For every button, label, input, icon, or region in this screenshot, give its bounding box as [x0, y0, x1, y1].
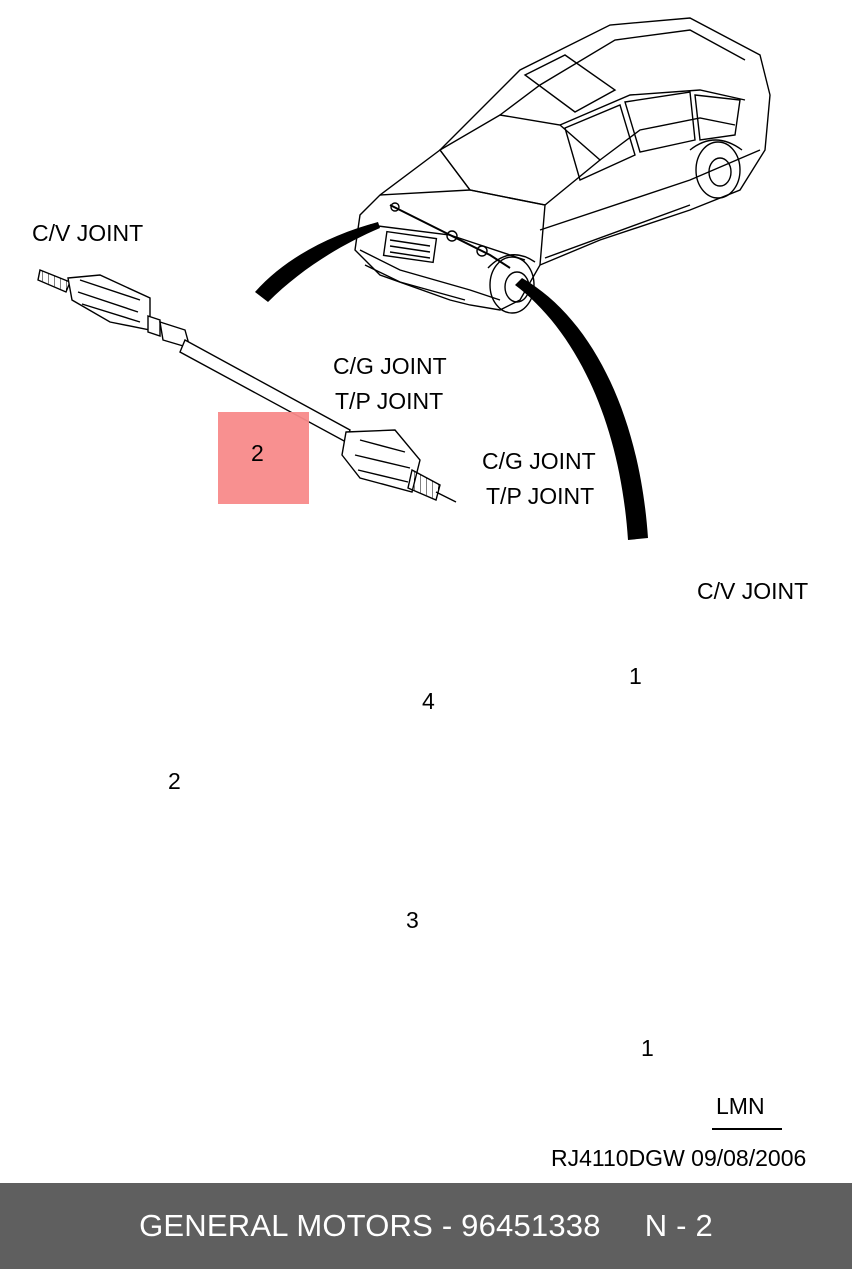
callout-1-right[interactable]: 1	[629, 663, 642, 689]
callout-3-intermediate[interactable]: 3	[406, 907, 419, 933]
drawing-code-underline	[712, 1128, 782, 1130]
car-illustration	[354, 17, 771, 314]
highlight-box	[218, 412, 309, 504]
callout-1-bottom[interactable]: 1	[641, 1035, 654, 1061]
footer-brand-part: GENERAL MOTORS - 96451338	[139, 1208, 601, 1243]
right-pointer-arrow	[515, 278, 648, 540]
tp-joint-label-upper: T/P JOINT	[335, 388, 444, 414]
drawing-reference: RJ4110DGW 09/08/2006	[551, 1145, 807, 1171]
cg-joint-label-upper: C/G JOINT	[333, 353, 447, 379]
footer-bar: GENERAL MOTORS - 96451338 N - 2	[0, 1183, 852, 1269]
footer-page: N - 2	[644, 1208, 713, 1243]
callout-2-highlighted[interactable]: 2	[251, 440, 264, 466]
cg-joint-label-lower: C/G JOINT	[482, 448, 596, 474]
drawing-code: LMN	[716, 1093, 765, 1119]
callout-4-bolt[interactable]: 4	[422, 688, 435, 714]
tp-joint-label-lower: T/P JOINT	[486, 483, 595, 509]
callout-2-left[interactable]: 2	[168, 768, 181, 794]
left-pointer-arrow	[255, 222, 380, 302]
cv-joint-label-right: C/V JOINT	[697, 578, 809, 604]
cv-joint-label-top: C/V JOINT	[32, 220, 144, 246]
